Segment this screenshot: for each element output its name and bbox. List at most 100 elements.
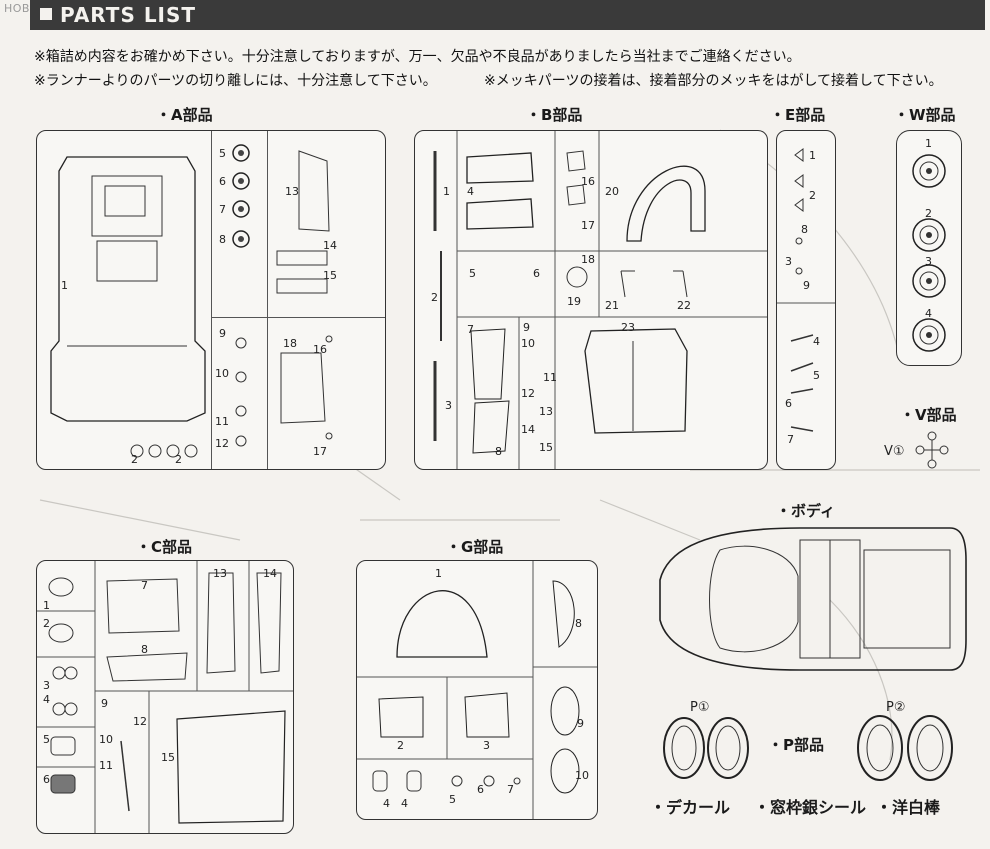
header-square-icon bbox=[40, 8, 52, 20]
part-number: 9 bbox=[803, 279, 810, 292]
part-number: 1 bbox=[809, 149, 816, 162]
note-line-3: ※メッキパーツの接着は、接着部分のメッキをはがして接着して下さい。 bbox=[484, 73, 943, 89]
section-title-b: ・B部品 bbox=[526, 106, 583, 124]
part-number: 2 bbox=[397, 739, 404, 752]
part-number: 2 bbox=[431, 291, 438, 304]
section-title-v: ・V部品 bbox=[900, 406, 957, 424]
runner-divider bbox=[267, 131, 268, 469]
part-number: 9 bbox=[101, 697, 108, 710]
runner-a: 1 2 2 5 6 7 8 13 14 15 9 10 11 12 18 16 … bbox=[36, 130, 386, 470]
note-line-1: ※箱詰め内容をお確かめ下さい。十分注意しておりますが、万一、欠品や不良品がありま… bbox=[34, 49, 801, 65]
part-number: 15 bbox=[539, 441, 553, 454]
item-window-frame-seal: ・窓枠銀シール bbox=[754, 798, 867, 817]
part-number: 4 bbox=[925, 307, 932, 320]
runner-divider bbox=[211, 131, 212, 469]
part-number: 1 bbox=[443, 185, 450, 198]
section-title-c: ・C部品 bbox=[136, 538, 193, 556]
label-v1: V① bbox=[884, 444, 905, 459]
part-number: 10 bbox=[215, 367, 229, 380]
part-number: 10 bbox=[521, 337, 535, 350]
part-number: 5 bbox=[219, 147, 226, 160]
part-number: 9 bbox=[219, 327, 226, 340]
part-v1-drawing bbox=[915, 431, 949, 469]
tires-drawing bbox=[663, 715, 953, 781]
part-number: 14 bbox=[521, 423, 535, 436]
part-number: 5 bbox=[469, 267, 476, 280]
runner-b: 1 2 3 4 16 17 18 20 5 6 19 21 22 7 8 9 1… bbox=[414, 130, 768, 470]
part-number: 17 bbox=[313, 445, 327, 458]
runner-w: 1 2 3 4 bbox=[896, 130, 962, 366]
part-number: 21 bbox=[605, 299, 619, 312]
part-number: 1 bbox=[435, 567, 442, 580]
part-number: 8 bbox=[801, 223, 808, 236]
part-number: 3 bbox=[43, 679, 50, 692]
item-nickel-silver-rod: ・洋白棒 bbox=[876, 798, 941, 817]
part-number: 4 bbox=[43, 693, 50, 706]
page-title: PARTS LIST bbox=[60, 3, 197, 27]
part-number: 1 bbox=[925, 137, 932, 150]
section-title-body: ・ボディ bbox=[776, 502, 835, 520]
part-number: 7 bbox=[787, 433, 794, 446]
runner-c: 1 2 3 4 5 6 7 8 13 14 9 10 11 12 15 bbox=[36, 560, 294, 834]
runner-g-part-drawings bbox=[357, 561, 597, 819]
part-number: 22 bbox=[677, 299, 691, 312]
part-number: 23 bbox=[621, 321, 635, 334]
part-number: 13 bbox=[213, 567, 227, 580]
part-number: 3 bbox=[445, 399, 452, 412]
part-number: 6 bbox=[533, 267, 540, 280]
runner-e: 1 2 8 3 9 4 5 6 7 bbox=[776, 130, 836, 470]
part-number: 6 bbox=[219, 175, 226, 188]
header-bar bbox=[30, 0, 985, 30]
part-number: 10 bbox=[575, 769, 589, 782]
part-number: 6 bbox=[477, 783, 484, 796]
part-number: 15 bbox=[161, 751, 175, 764]
part-number: 4 bbox=[401, 797, 408, 810]
part-number: 1 bbox=[61, 279, 68, 292]
part-number: 8 bbox=[575, 617, 582, 630]
part-number: 18 bbox=[283, 337, 297, 350]
part-number: 2 bbox=[809, 189, 816, 202]
part-number: 5 bbox=[43, 733, 50, 746]
part-number: 3 bbox=[925, 255, 932, 268]
runner-divider bbox=[211, 317, 385, 318]
part-number: 14 bbox=[263, 567, 277, 580]
part-number: 19 bbox=[567, 295, 581, 308]
part-number: 16 bbox=[581, 175, 595, 188]
section-title-e: ・E部品 bbox=[770, 106, 826, 124]
part-number: 16 bbox=[313, 343, 327, 356]
part-number: 2 bbox=[925, 207, 932, 220]
part-number: 11 bbox=[543, 371, 557, 384]
section-title-w: ・W部品 bbox=[894, 106, 956, 124]
section-title-p: ・P部品 bbox=[768, 736, 824, 754]
section-title-a: ・A部品 bbox=[156, 106, 213, 124]
part-number: 12 bbox=[133, 715, 147, 728]
part-number: 6 bbox=[785, 397, 792, 410]
part-number: 4 bbox=[467, 185, 474, 198]
part-number: 2 bbox=[43, 617, 50, 630]
runner-c-part-drawings bbox=[37, 561, 293, 833]
part-number: 18 bbox=[581, 253, 595, 266]
part-number: 11 bbox=[99, 759, 113, 772]
note-line-2: ※ランナーよりのパーツの切り離しには、十分注意して下さい。 bbox=[34, 73, 437, 89]
part-number: 20 bbox=[605, 185, 619, 198]
part-number: 8 bbox=[495, 445, 502, 458]
part-number: 2 bbox=[131, 453, 138, 466]
runner-b-part-drawings bbox=[433, 131, 767, 469]
part-number: 7 bbox=[467, 323, 474, 336]
part-number: 1 bbox=[43, 599, 50, 612]
part-number: 4 bbox=[383, 797, 390, 810]
part-number: 9 bbox=[577, 717, 584, 730]
part-number: 13 bbox=[285, 185, 299, 198]
part-number: 10 bbox=[99, 733, 113, 746]
part-number: 12 bbox=[521, 387, 535, 400]
part-number: 9 bbox=[523, 321, 530, 334]
section-title-g: ・G部品 bbox=[446, 538, 504, 556]
runner-g: 1 8 2 3 9 10 4 4 5 6 7 bbox=[356, 560, 598, 820]
part-number: 3 bbox=[483, 739, 490, 752]
part-number: 7 bbox=[507, 783, 514, 796]
part-number: 8 bbox=[141, 643, 148, 656]
part-number: 5 bbox=[449, 793, 456, 806]
runner-e-part-drawings bbox=[777, 148, 835, 432]
part-number: 11 bbox=[215, 415, 229, 428]
part-number: 6 bbox=[43, 773, 50, 786]
